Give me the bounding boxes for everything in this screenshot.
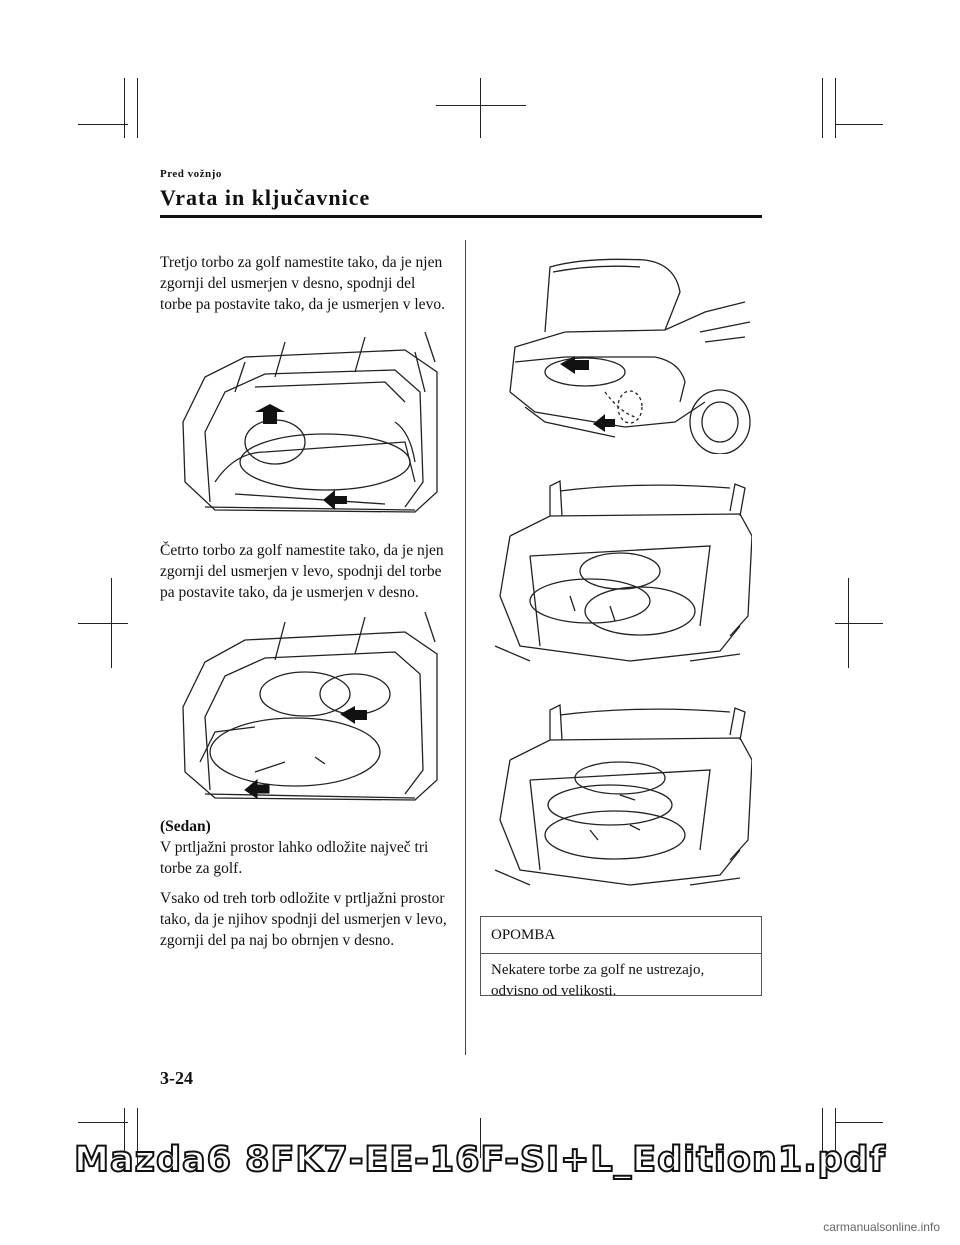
paragraph-third-bag: Tretjo torbo za golf namestite tako, da … <box>160 254 445 313</box>
crop-mark <box>835 124 883 125</box>
crop-mark <box>835 623 883 624</box>
note-heading: OPOMBA <box>481 917 761 954</box>
page-number: 3-24 <box>160 1068 193 1088</box>
crop-mark <box>78 124 128 125</box>
paragraph-sedan-orientation: Vsako od treh torb odložite v prtljažni … <box>160 890 447 949</box>
note-box: OPOMBA Nekatere torbe za golf ne ustreza… <box>480 916 762 999</box>
note-body: Nekatere torbe za golf ne ustrezajo, odv… <box>491 962 705 999</box>
section-label: Pred vožnjo <box>160 168 222 180</box>
illustration-wagon-third-bag <box>182 332 438 513</box>
crop-mark <box>78 623 128 624</box>
crop-mark <box>436 105 526 106</box>
paragraph-fourth-bag: Četrto torbo za golf namestite tako, da … <box>160 542 444 601</box>
illustration-sedan-trunk-three-bags <box>494 703 752 886</box>
crop-mark <box>78 1122 128 1123</box>
site-link[interactable]: carmanualsonline.info <box>823 1220 940 1234</box>
crop-mark <box>124 78 125 138</box>
page-title: Vrata in ključavnice <box>160 185 371 210</box>
crop-mark <box>835 1122 883 1123</box>
illustration-sedan-exterior <box>509 258 751 454</box>
crop-mark <box>835 1108 836 1168</box>
watermark: Mazda6 8FK7-EE-16F-SI+L_Edition1.pdf <box>73 1139 886 1181</box>
header-rule <box>160 215 762 218</box>
crop-mark <box>480 1118 481 1158</box>
illustration-wagon-fourth-bag <box>182 612 438 801</box>
crop-mark <box>124 1108 125 1168</box>
crop-mark <box>822 78 823 138</box>
column-divider <box>465 240 466 1055</box>
crop-mark <box>137 78 138 138</box>
crop-mark <box>480 78 481 138</box>
crop-mark <box>137 1108 138 1168</box>
crop-mark <box>835 78 836 138</box>
sedan-heading: (Sedan) <box>160 818 211 835</box>
illustration-sedan-trunk-bags <box>494 479 752 662</box>
crop-mark <box>822 1108 823 1168</box>
paragraph-sedan-capacity: V prtljažni prostor lahko odložite najve… <box>160 839 429 877</box>
